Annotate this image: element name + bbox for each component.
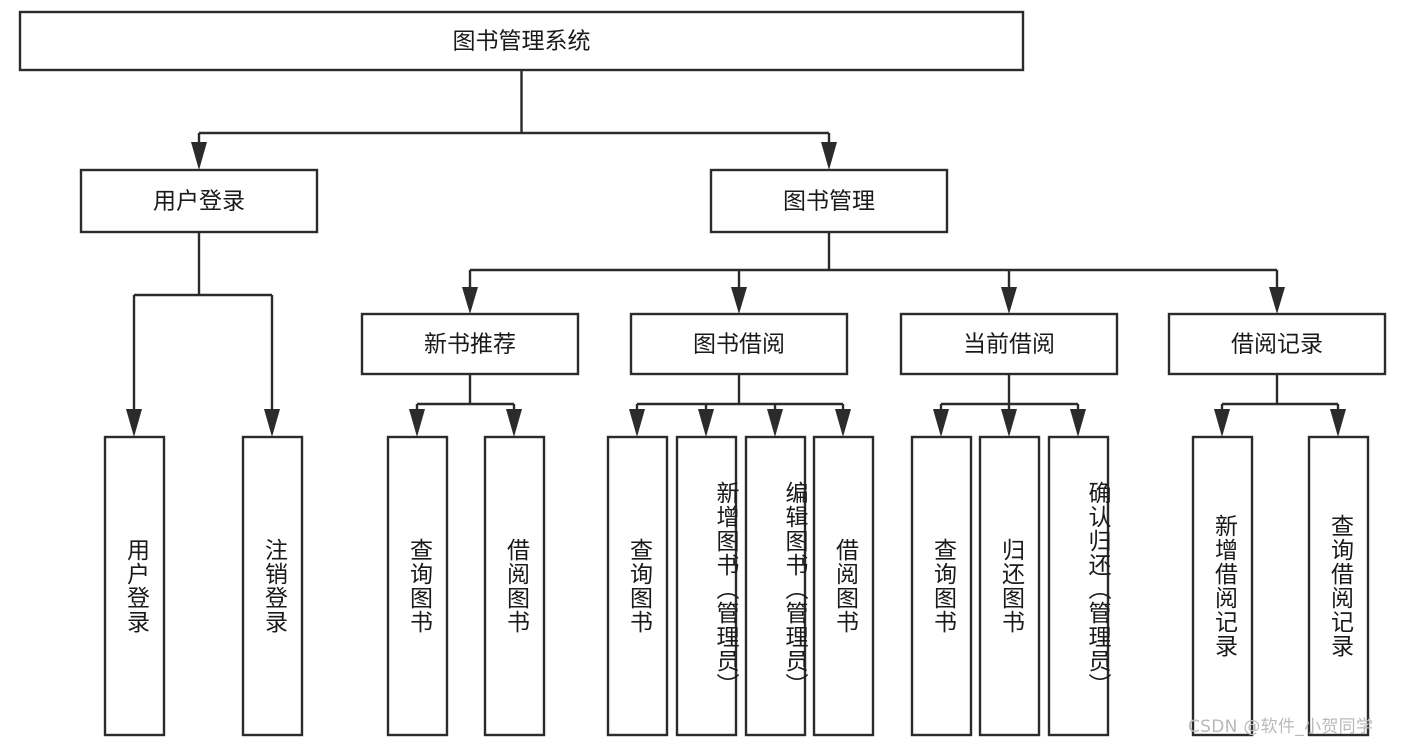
node-borrow-record[interactable]: 借阅记录 [1167,312,1387,376]
arrowhead-leaf-borrow-book-2 [835,409,851,437]
arrowhead-leaf-user-logout [264,409,280,437]
arrowhead-new-book-recommend [462,287,478,314]
node-leaf-user-login-box[interactable] [103,435,166,737]
node-new-book-recommend-label: 新书推荐 [424,332,516,358]
node-borrow-record-label: 借阅记录 [1231,332,1323,358]
arrowhead-leaf-return-book [1001,409,1017,437]
node-current-borrow-box[interactable] [899,312,1119,376]
node-leaf-add-record-box[interactable] [1191,435,1254,737]
node-current-borrow-label: 当前借阅 [963,332,1055,358]
arrowhead-book-manage [821,142,837,170]
node-root[interactable]: 图书管理系统 [18,10,1025,72]
csdn-watermark: CSDN @软件_小贺同学 [1188,717,1374,737]
arrowhead-leaf-query-book-3 [933,409,949,437]
connector-group [126,70,1346,437]
node-leaf-return-book-box[interactable] [978,435,1041,737]
node-root-label: 图书管理系统 [453,29,591,55]
arrowhead-leaf-add-book [698,409,714,437]
node-book-manage-box[interactable] [709,168,949,234]
node-new-book-recommend[interactable]: 新书推荐 [360,312,580,376]
node-book-borrow-box[interactable] [629,312,849,376]
node-borrow-record-box[interactable] [1167,312,1387,376]
node-leaf-user-logout-box[interactable] [241,435,304,737]
arrowhead-leaf-query-book-1 [409,409,425,437]
node-book-borrow-label: 图书借阅 [693,332,785,358]
node-user-login-box[interactable] [79,168,319,234]
node-book-borrow[interactable]: 图书借阅 [629,312,849,376]
leaf-box-group [103,435,1370,737]
node-current-borrow[interactable]: 当前借阅 [899,312,1119,376]
arrowhead-leaf-borrow-book-1 [506,409,522,437]
arrowhead-leaf-query-book-2 [629,409,645,437]
node-leaf-query-book-1-box[interactable] [386,435,449,737]
node-leaf-borrow-book-2-box[interactable] [812,435,875,737]
node-leaf-add-book-box[interactable] [675,435,738,737]
node-leaf-edit-book-box[interactable] [744,435,807,737]
node-leaf-confirm-return-box[interactable] [1047,435,1110,737]
node-leaf-query-record-box[interactable] [1307,435,1370,737]
node-book-manage-label: 图书管理 [783,189,875,215]
node-book-manage[interactable]: 图书管理 [709,168,949,234]
arrowhead-leaf-add-record [1214,409,1230,437]
node-new-book-recommend-box[interactable] [360,312,580,376]
arrowhead-user-login [191,142,207,170]
arrowhead-current-borrow [1001,287,1017,314]
node-leaf-borrow-book-1-box[interactable] [483,435,546,737]
arrowhead-borrow-record [1269,287,1285,314]
node-leaf-query-book-3-box[interactable] [910,435,973,737]
node-root-box[interactable] [18,10,1025,72]
node-user-login-label: 用户登录 [153,189,245,215]
arrowhead-leaf-query-record [1330,409,1346,437]
node-user-login[interactable]: 用户登录 [79,168,319,234]
arrowhead-leaf-edit-book [767,409,783,437]
node-leaf-query-book-2-box[interactable] [606,435,669,737]
arrowhead-book-borrow [731,287,747,314]
arrowhead-leaf-confirm-return [1070,409,1086,437]
arrowhead-leaf-user-login [126,409,142,437]
